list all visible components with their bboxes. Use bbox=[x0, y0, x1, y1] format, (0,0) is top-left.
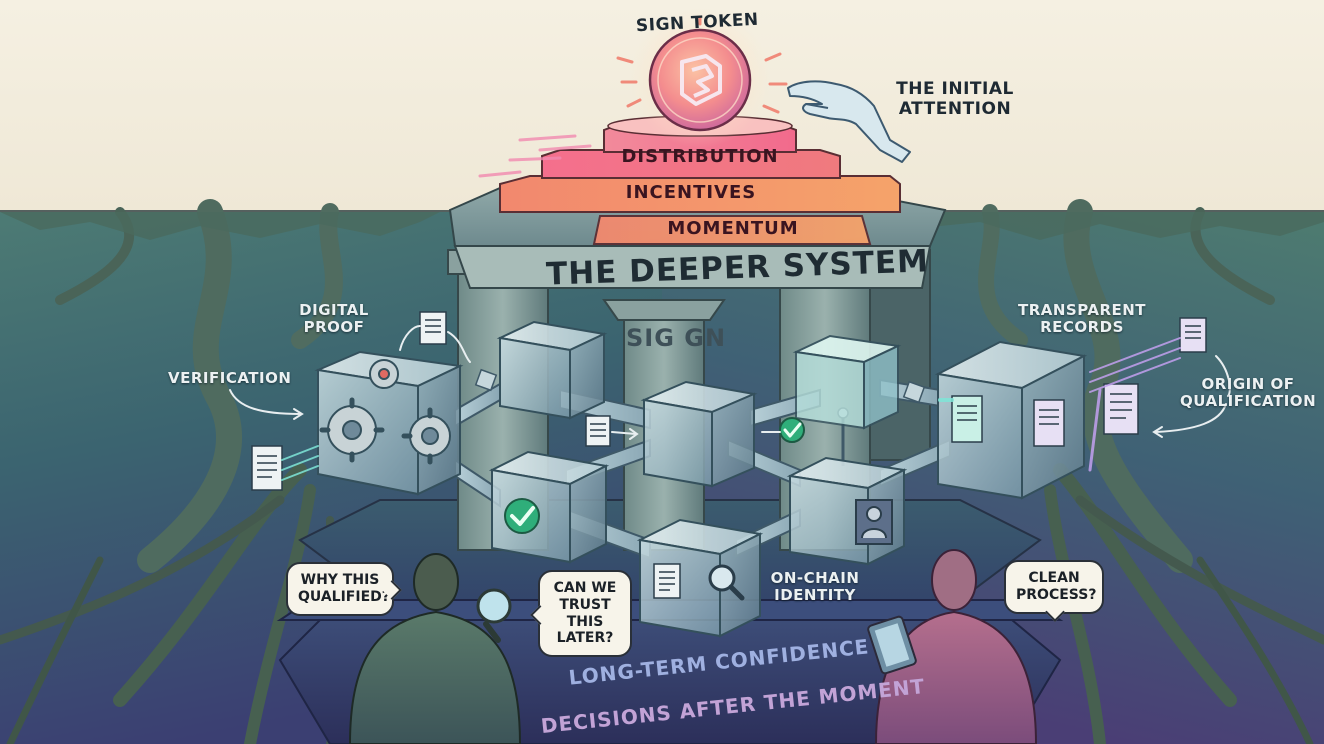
hand-icon bbox=[787, 80, 911, 163]
sign-logo-icon bbox=[680, 54, 722, 106]
pillar-inscription: SIG GN bbox=[626, 324, 727, 352]
checkmark-icon bbox=[504, 417, 805, 534]
gear-icon bbox=[327, 359, 451, 457]
sign-token bbox=[616, 8, 788, 148]
magnifier-icon bbox=[708, 564, 745, 601]
top-back-cube bbox=[496, 320, 608, 420]
document-icon bbox=[1103, 383, 1139, 435]
document-icon bbox=[251, 445, 283, 491]
document-icon bbox=[585, 415, 611, 447]
tier-incentives: INCENTIVES bbox=[625, 182, 757, 203]
document-icon bbox=[419, 311, 447, 345]
roots-surface-left bbox=[0, 212, 440, 240]
bubble-why-qualified: WHY THIS QUALIFIED? bbox=[286, 562, 394, 616]
transparent-records-label: TRANSPARENT RECORDS bbox=[1017, 301, 1147, 337]
roots-surface-right bbox=[884, 212, 1324, 240]
light-beams bbox=[281, 337, 1181, 481]
bubble-trust-later: CAN WE TRUST THIS LATER? bbox=[538, 570, 632, 658]
motion-streaks bbox=[478, 134, 592, 178]
document-icon bbox=[1179, 317, 1207, 353]
tier-distribution: DISTRIBUTION bbox=[621, 146, 779, 167]
identity-card-icon bbox=[855, 499, 893, 545]
floating-documents bbox=[251, 311, 1207, 491]
bubble-clean-process: CLEAN PROCESS? bbox=[1004, 560, 1104, 614]
reviewer-person bbox=[867, 549, 1038, 744]
initial-attention-label: THE INITIAL ATTENTION bbox=[896, 79, 1014, 119]
magnifier-icon bbox=[476, 588, 512, 624]
document-icon bbox=[1033, 399, 1065, 447]
digital-proof-label: DIGITAL PROOF bbox=[299, 301, 369, 337]
identity-cube bbox=[786, 456, 908, 566]
on-chain-identity-label: ON-CHAIN IDENTITY bbox=[770, 569, 860, 605]
token-rays bbox=[616, 16, 788, 114]
tier-momentum: MOMENTUM bbox=[667, 218, 799, 239]
pointer-arrows bbox=[229, 325, 1231, 440]
origin-of-qualification-label: ORIGIN OF QUALIFICATION bbox=[1180, 375, 1317, 411]
gear-teeth bbox=[319, 397, 433, 465]
analyst-person bbox=[348, 553, 522, 744]
center-cube bbox=[640, 380, 758, 488]
glowing-cube bbox=[792, 334, 902, 430]
document-icon bbox=[951, 395, 983, 443]
tablet-icon bbox=[867, 615, 917, 675]
verification-label: VERIFICATION bbox=[168, 369, 292, 387]
token-tiers bbox=[499, 115, 901, 245]
document-icon bbox=[653, 563, 681, 599]
